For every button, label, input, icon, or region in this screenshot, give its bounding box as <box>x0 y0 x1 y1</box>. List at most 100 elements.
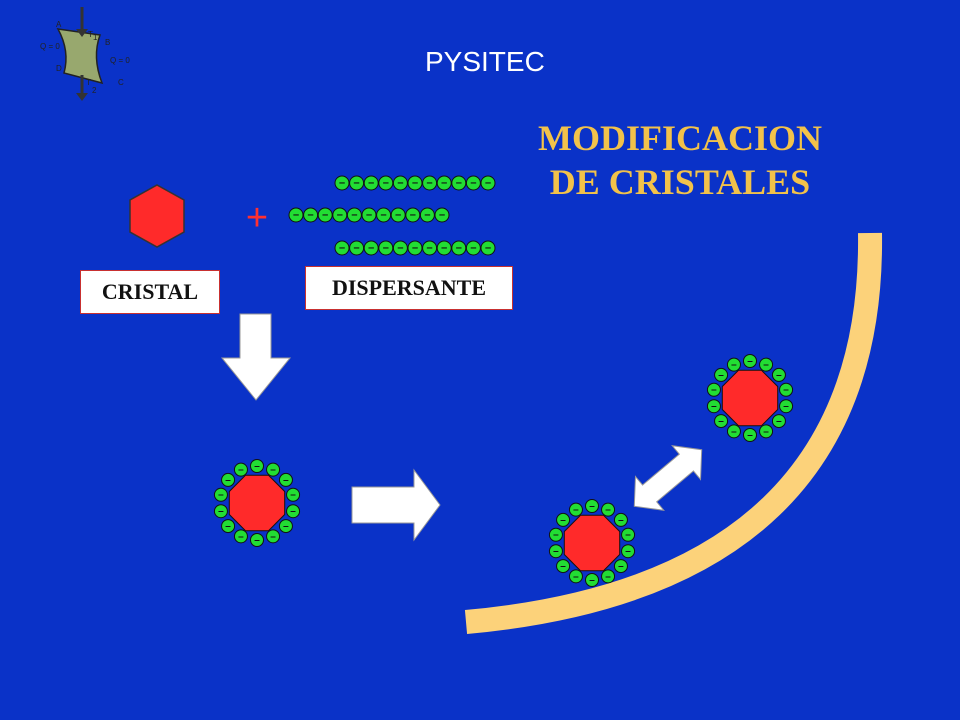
adsorbed-dispersant-bead: – <box>714 367 729 382</box>
dispersant-bead: – <box>451 240 467 256</box>
dispersant-bead-circle <box>390 207 406 223</box>
negative-charge-symbol: – <box>238 465 244 476</box>
negative-charge-symbol: – <box>270 531 276 542</box>
dispersant-bead-circle <box>233 462 248 477</box>
negative-charge-symbol: – <box>225 521 231 532</box>
negative-charge-symbol: – <box>763 360 769 371</box>
dispersant-bead: – <box>317 207 333 223</box>
dispersant-bead-circle <box>303 207 319 223</box>
curved-wall <box>464 232 883 634</box>
negative-charge-symbol: – <box>337 209 343 221</box>
cycle-corner-c: C <box>118 78 124 87</box>
plus-sign: + <box>246 197 268 239</box>
negative-charge-symbol: – <box>354 177 360 189</box>
cycle-corner-b: B <box>105 38 110 47</box>
dispersant-bead-circle <box>266 529 281 544</box>
dispersant-bead-circle <box>480 240 496 256</box>
adsorbed-dispersant-bead: – <box>779 382 794 397</box>
dispersant-bead-circle <box>332 207 348 223</box>
adsorbed-dispersant-bead: – <box>759 357 774 372</box>
dispersant-bead-circle <box>422 240 438 256</box>
main-title-line2: DE CRISTALES <box>549 162 811 202</box>
adsorbed-dispersant-bead: – <box>743 354 757 368</box>
negative-charge-symbol: – <box>718 416 724 427</box>
dispersant-bead: – <box>422 175 438 191</box>
dispersant-bead-circle <box>378 240 394 256</box>
dispersant-bead-circle <box>250 533 264 547</box>
dispersant-bead-circle <box>771 367 786 382</box>
dispersant-bead-circle <box>407 175 423 191</box>
negative-charge-symbol: – <box>225 475 231 486</box>
dispersant-bead-circle <box>743 354 757 368</box>
crystal-core <box>721 369 779 427</box>
negative-charge-symbol: – <box>589 501 595 512</box>
main-title: MODIFICACION DE CRISTALES <box>520 116 840 204</box>
cycle-heat-right: Q = 0 <box>110 56 130 65</box>
negative-charge-symbol: – <box>339 177 345 189</box>
dispersant-bead-circle <box>349 175 365 191</box>
dispersant-bead-circle <box>233 529 248 544</box>
negative-charge-symbol: – <box>470 177 476 189</box>
negative-charge-symbol: – <box>625 530 631 541</box>
dispersant-bead: – <box>392 240 408 256</box>
dispersant-bead-circle <box>726 424 741 439</box>
dispersant-bead-circle <box>278 519 293 534</box>
negative-charge-symbol: – <box>412 242 418 254</box>
adsorbed-dispersant-bead: – <box>250 459 264 473</box>
header-title: PYSITEC <box>425 46 545 77</box>
adsorbed-dispersant-bead: – <box>621 527 636 542</box>
negative-charge-symbol: – <box>605 505 611 516</box>
adsorbed-dispersant-bead: – <box>714 414 729 429</box>
dispersant-bead-circle <box>378 175 394 191</box>
down-arrow <box>220 313 292 401</box>
dispersant-bead-circle <box>714 367 729 382</box>
adsorbed-dispersant-bead: – <box>278 519 293 534</box>
dispersant-bead-circle <box>436 240 452 256</box>
negative-charge-symbol: – <box>339 242 345 254</box>
negative-charge-symbol: – <box>412 177 418 189</box>
dispersant-bead-circle <box>436 175 452 191</box>
negative-charge-symbol: – <box>308 209 314 221</box>
negative-charge-symbol: – <box>397 242 403 254</box>
dispersant-bead-circle <box>771 414 786 429</box>
adsorbed-dispersant-bead: – <box>556 559 571 574</box>
dispersant-bead-circle <box>376 207 392 223</box>
dispersant-bead: – <box>376 207 392 223</box>
negative-charge-symbol: – <box>731 426 737 437</box>
adsorbed-dispersant-bead: – <box>286 504 301 519</box>
dispersant-bead: – <box>334 240 350 256</box>
negative-charge-symbol: – <box>238 531 244 542</box>
adsorbed-dispersant-bead: – <box>759 424 774 439</box>
dispersant-bead: – <box>480 175 496 191</box>
dispersant-bead-circle <box>451 240 467 256</box>
dispersant-bead: – <box>392 175 408 191</box>
dispersant-chains: ––––––––––––––––––––––––––––––––– <box>288 175 496 256</box>
dispersant-bead: – <box>434 207 450 223</box>
negative-charge-symbol: – <box>439 209 445 221</box>
cycle-logo-shape <box>56 28 104 85</box>
negative-charge-symbol: – <box>747 356 753 367</box>
adsorbed-dispersant-bead: – <box>221 472 236 487</box>
adsorbed-dispersant-bead: – <box>613 512 628 527</box>
dispersant-bead-circle <box>278 472 293 487</box>
crystal-core <box>228 474 286 532</box>
cycle-t2-sub: 2 <box>92 86 97 95</box>
dispersant-bead-circle <box>392 175 408 191</box>
negative-charge-symbol: – <box>553 530 559 541</box>
cycle-logo: A B C D Q = 0 Q = 0 T 1 T 2 <box>40 7 130 101</box>
adsorbed-dispersant-bead: – <box>726 424 741 439</box>
negative-charge-symbol: – <box>711 401 717 412</box>
adsorbed-dispersant-bead: – <box>743 428 757 442</box>
negative-charge-symbol: – <box>351 209 357 221</box>
dispersant-bead-circle <box>288 207 304 223</box>
adsorbed-dispersant-bead: – <box>771 414 786 429</box>
adsorbed-dispersant-bead: – <box>706 399 721 414</box>
dispersant-bead-circle <box>779 382 794 397</box>
coated-particles: ––––––––––––––––––––––––––––––––––––––––… <box>213 354 794 587</box>
negative-charge-symbol: – <box>354 242 360 254</box>
dispersant-bead-circle <box>346 207 362 223</box>
dispersant-bead-circle <box>548 544 563 559</box>
crystal-hexagon <box>129 184 185 248</box>
adsorbed-dispersant-bead: – <box>601 569 616 584</box>
dispersant-bead-circle <box>213 487 228 502</box>
